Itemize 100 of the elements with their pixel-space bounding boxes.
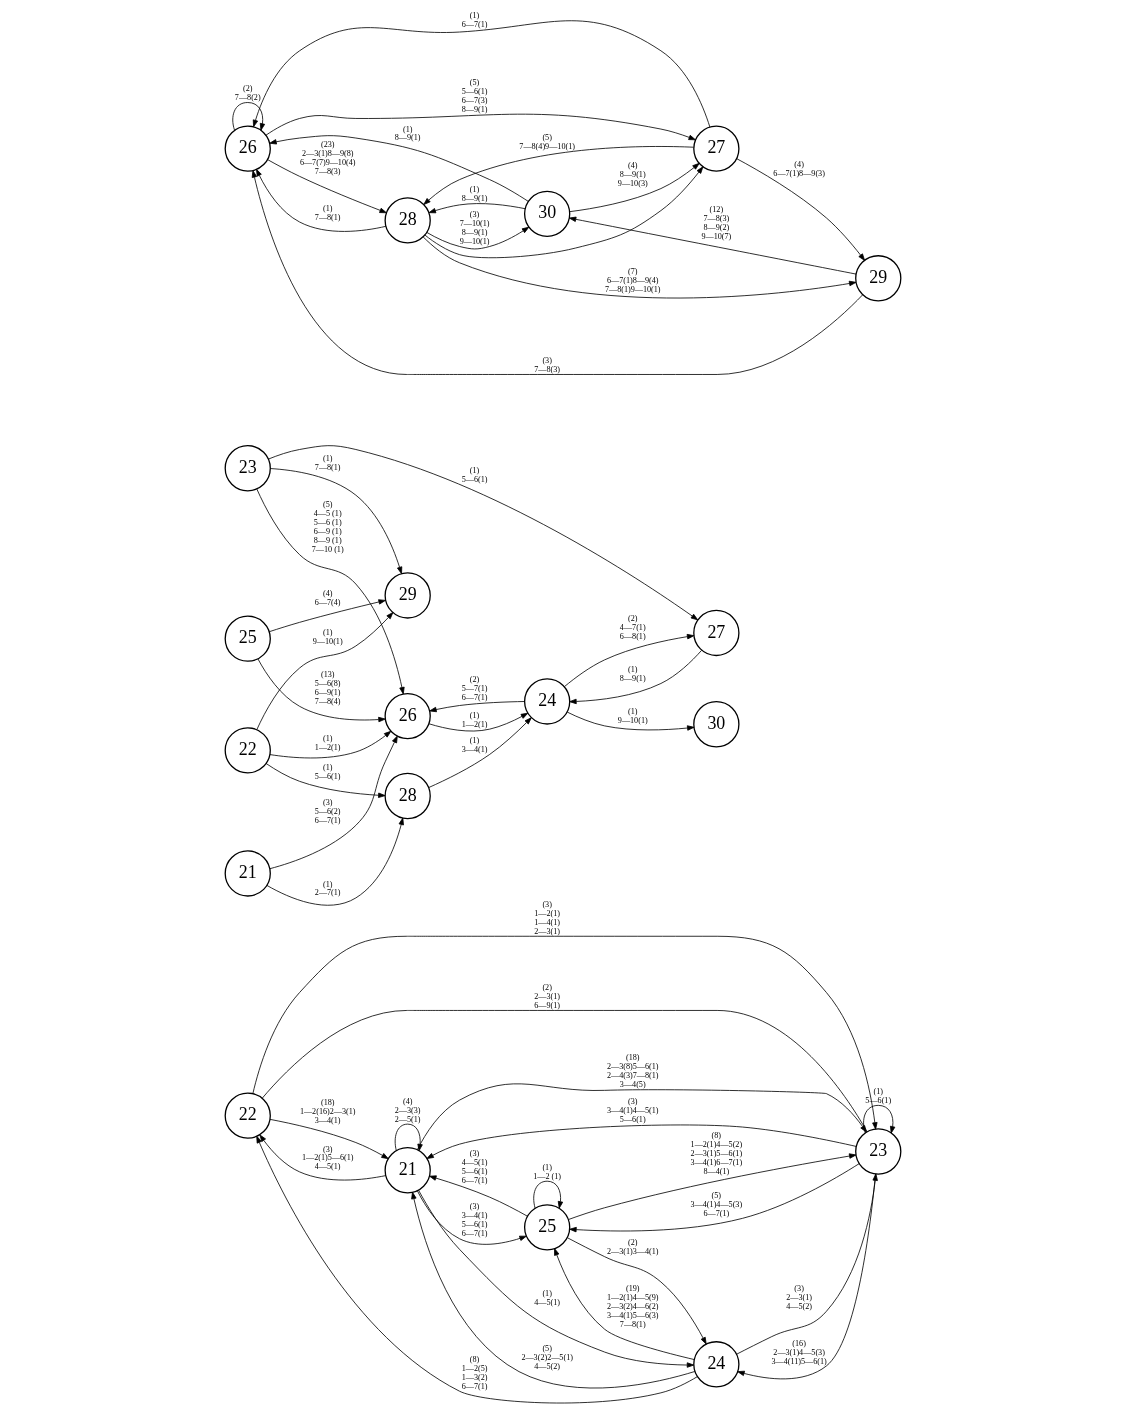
edge-label: (8) 1—2(5) 1—3(2) 6—7(1) [461,1354,488,1391]
arrow [428,712,529,732]
node-circle: 25 [523,1204,571,1251]
edge-label: (1) 5—6(1) [865,1086,892,1105]
edge-label: (5) 5—6(1) 6—7(3) 8—9(1) [461,78,488,114]
edge-label: (5) 4—5 (1) 5—6 (1) 6—9 (1) 8—9 (1) 7—10 (1) [311,500,344,555]
edge-label: (16) 2—3(1)4—5(3) 3—4(11)5—6(1) [771,1338,827,1366]
edge-label: (1) 1—2 (1) [533,1162,562,1181]
edge-label: (7) 6—7(1)8—9(4) 7—8(1)9—10(1) [604,267,661,295]
edge-label: (4) 2—3(3) 2—5(1) [394,1096,421,1124]
edge-label: (2) 5—7(1) 6—7(1) [461,674,488,702]
edge-label: (1) 9—10(1) [312,627,343,646]
node-circle: 25 [224,615,271,662]
arrow [252,20,711,128]
arrow [568,1153,857,1220]
edge-label: (3) 3—4(1) 5—6(1) 6—7(1) [461,1202,488,1239]
edge-label: (4) 8—9(1) 9—10(3) [617,161,648,189]
arrow [568,216,857,275]
arrow [424,166,704,259]
arrow [267,159,387,214]
edge-label: (2) 4—7(1) 6—8(1) [619,613,646,641]
edge-label: (1) 5—6(1) [461,466,488,485]
edge-label: (12) 7—8(3) 8—9(2) 9—10(7) [701,205,732,242]
arrow [566,1237,707,1345]
arrow [736,158,866,261]
edge-label: (18) 2—3(8)5—6(1) 2—4(3)7—8(1) 3—4(5) [607,1053,659,1090]
node-circle: 27 [693,609,740,657]
arrow [256,168,387,232]
node-circle: 26 [224,125,271,172]
edge-label: (3) 3—4(1)4—5(1) 5—6(1) [607,1097,659,1125]
arrow [566,711,695,731]
edge-label: (1) 8—9(1) [619,665,646,684]
edge-label: (1) 6—7(1) [461,11,488,30]
node-circle: 22 [224,727,271,774]
edge-label: (2) 7—8(2) [234,84,261,103]
edge-label: (5) 3—4(1)4—5(3) 6—7(1) [690,1190,743,1218]
edge-label: (4) 6—7(4) [314,589,341,608]
arrow [256,1135,698,1404]
arrow [423,146,694,205]
edge-label: (3) 2—3(1) 4—5(2) [786,1283,812,1311]
arrow [256,612,394,730]
arrow [270,468,403,575]
node-circle: 22 [224,1092,271,1139]
edge-label: (5) 7—8(4)9—10(1) [519,132,575,151]
edge-label: (3) 5—6(2) 6—7(1) [314,797,341,825]
edge-label: (5) 2—3(2)2—5(1) 4—5(2) [521,1344,573,1372]
edge-label: (1) 9—10(1) [617,707,648,726]
edge-label: (18) 1—2(16)2—3(1) 3—4(1) [299,1098,356,1125]
arrow [252,935,878,1130]
edge-label: (1) 3—4(1) [461,736,488,754]
arrow [268,599,386,633]
arrow [863,1104,896,1134]
edge-label: (4) 6—7(1)8—9(3) [773,160,825,179]
arrow [269,1118,389,1160]
node-circle: 23 [224,445,271,492]
arrow [569,162,700,213]
edge-label: (3) 1—2(1)5—6(1) 4—5(1) [301,1144,354,1172]
node-circle: 21 [384,1147,431,1194]
edge-label: (3) 1—2(1) 1—4(1) 2—3(1) [534,899,561,936]
arrow [569,649,703,705]
edge-label: (1) 7—8(1) [314,453,341,472]
arrow [429,701,525,713]
node-circle: 23 [855,1128,902,1175]
arrow [269,735,398,870]
arrow [251,170,864,375]
arrow [416,1083,867,1151]
arrow [564,633,695,687]
edge-label: (1) 5—6(1) [314,762,341,781]
node-circle: 28 [384,772,431,820]
node-circle: 21 [224,850,271,897]
arrow [394,1123,423,1152]
edge-label: (1) 7—8(1) [314,203,341,222]
arrow [426,226,530,250]
edge-label: (8) 1—2(1)4—5(2) 2—3(1)5—6(1) 3—4(1)6—7(1) 8—4(1) [690,1130,743,1176]
edge-label: (1) 2—7(1) [314,879,341,898]
arrow [569,1163,860,1233]
arrow [269,135,529,202]
arrow [257,658,386,723]
edge-label: (1) 1—2(1) [314,733,341,752]
arrow [416,1190,527,1245]
edge-label: (23) 2—3(1)8—9(8) 6—7(7)9—10(4) 7—8(3) [299,140,356,176]
arrow [429,1175,528,1217]
arrow [533,1180,564,1209]
edge-label: (3) 7—10(1) 8—9(1) 9—10(1) [459,210,490,247]
edge-label: (2) 2—3(1)3—4(1) [607,1238,659,1257]
arrow [259,1134,387,1181]
edge-label: (3) 4—5(1) 5—6(1) 6—7(1) [461,1149,488,1186]
arrow [232,102,266,131]
node-circle: 30 [693,701,740,748]
arrow [268,445,699,621]
arrow [554,1248,695,1360]
edge-label: (19) 1—2(1)4—5(9) 2—3(2)4—6(2) 3—4(1)5—6(3) 7—8(1) [607,1283,659,1329]
arrow [426,1124,857,1159]
connector [261,1010,868,1133]
arrow [422,236,857,299]
edge-label: (1) 4—5(1) [534,1288,561,1307]
edge-label: (1) 1—2(1) [461,710,488,729]
arrow [269,730,392,759]
arrow [256,488,405,695]
arrow [428,717,532,788]
